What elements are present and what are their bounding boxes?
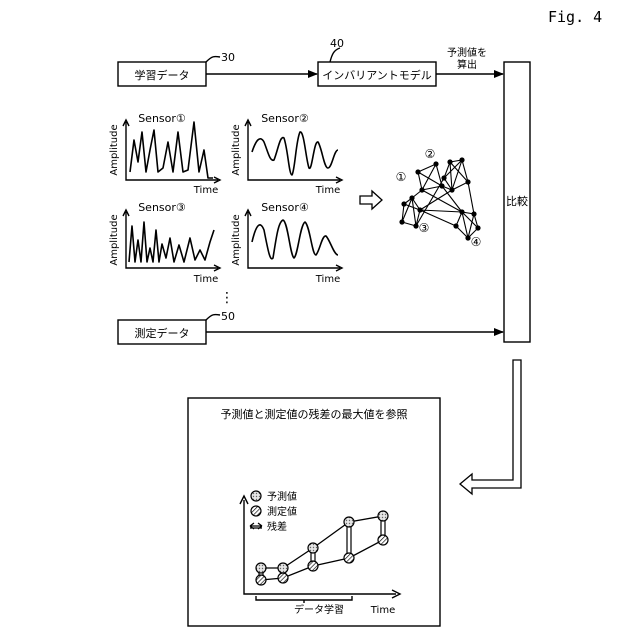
sensor-xlabel-1: Time — [193, 185, 218, 196]
network-label-2: ② — [425, 147, 436, 161]
sensor-graph-4: Sensor④ Amplitude Time — [231, 201, 342, 285]
sensor-title-3: Sensor③ — [138, 201, 186, 214]
ref-leader-40 — [330, 48, 340, 62]
figure-label: Fig. 4 — [548, 8, 602, 26]
network-nodes — [399, 157, 480, 240]
residual-chart-time-label: Time — [370, 605, 395, 616]
predict-label-line1: 予測値を — [447, 46, 487, 59]
legend-measured-marker — [251, 506, 261, 516]
sensor-title-4: Sensor④ — [261, 201, 309, 214]
compare-label: 比較 — [506, 194, 528, 208]
network-label-1: ① — [396, 170, 407, 184]
sensor-ylabel-1: Amplitude — [109, 124, 120, 175]
sensor-waveform-4 — [252, 220, 338, 259]
result-box-title: 予測値と測定値の残差の最大値を参照 — [221, 407, 408, 421]
sensor-title-2: Sensor② — [261, 112, 309, 125]
sensor-waveform-2 — [252, 132, 338, 175]
ref-number-40: 40 — [330, 37, 344, 50]
sensor-graph-1: Sensor① Amplitude Time — [109, 112, 220, 196]
sensor-waveform-3 — [129, 222, 214, 262]
ref-leader-50 — [206, 315, 220, 320]
invariant-model-label: インバリアントモデル — [322, 68, 432, 82]
sensor-graph-2: Sensor② Amplitude Time — [231, 112, 342, 196]
sensor-xlabel-3: Time — [193, 274, 218, 285]
legend-measured-label: 測定値 — [267, 505, 297, 518]
predict-label-line2: 算出 — [457, 58, 477, 71]
sensor-ylabel-4: Amplitude — [231, 214, 242, 265]
ref-number-50: 50 — [221, 310, 235, 323]
learning-region-label: データ学習 — [294, 603, 344, 616]
hollow-arrow-right-icon — [360, 191, 382, 209]
legend-predicted-marker — [251, 491, 261, 501]
training-data-label: 学習データ — [135, 68, 190, 82]
sensor-axes-2 — [248, 122, 340, 180]
legend-residual-label: 残差 — [267, 520, 287, 533]
legend-predicted-label: 予測値 — [267, 490, 297, 503]
hollow-arrow-to-result — [460, 360, 521, 494]
sensor-xlabel-4: Time — [315, 274, 340, 285]
sensor-ylabel-3: Amplitude — [109, 214, 120, 265]
network-label-4: ④ — [471, 235, 482, 249]
sensor-graph-3: Sensor③ Amplitude Time — [109, 201, 220, 285]
result-box — [188, 398, 440, 626]
ref-leader-30 — [206, 57, 220, 62]
ref-number-30: 30 — [221, 51, 235, 64]
ellipsis-more-sensors: ⋮ — [220, 290, 234, 306]
invariant-network-graph: ① ② ③ ④ — [396, 147, 482, 249]
sensor-waveform-1 — [130, 122, 213, 178]
sensor-title-1: Sensor① — [138, 112, 186, 125]
sensor-axes-4 — [248, 212, 340, 268]
sensor-xlabel-2: Time — [315, 185, 340, 196]
measured-data-label: 測定データ — [135, 326, 190, 340]
network-label-3: ③ — [419, 221, 430, 235]
sensor-ylabel-2: Amplitude — [231, 124, 242, 175]
